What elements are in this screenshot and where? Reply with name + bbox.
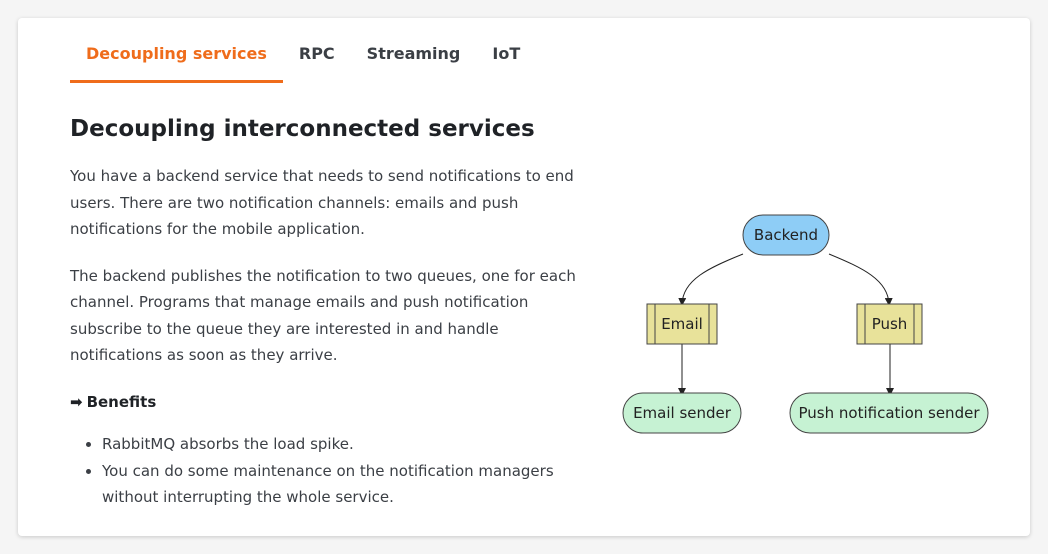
node-push-queue-label: Push [872, 315, 908, 333]
node-push-sender: Push notification sender [789, 392, 989, 434]
architecture-diagram: Backend Email Push Email sender Push not… [622, 214, 989, 434]
edge-backend-to-email [678, 253, 744, 306]
benefits-list: RabbitMQ absorbs the load spike. You can… [70, 431, 590, 511]
node-backend-label: Backend [754, 226, 818, 244]
paragraph-intro: You have a backend service that needs to… [70, 167, 574, 238]
tab-decoupling-services[interactable]: Decoupling services [70, 36, 283, 83]
node-email-queue: Email [646, 303, 718, 345]
benefits-heading: ➡Benefits [70, 389, 590, 416]
paragraph-details: The backend publishes the notification t… [70, 266, 576, 365]
benefits-label: Benefits [86, 392, 157, 411]
right-arrow-icon: ➡ [70, 392, 83, 411]
benefit-item-load-spike: RabbitMQ absorbs the load spike. [102, 431, 590, 458]
node-email-sender: Email sender [622, 392, 742, 434]
edge-backend-to-push [828, 253, 893, 306]
tab-streaming[interactable]: Streaming [366, 44, 461, 63]
node-push-queue: Push [856, 303, 923, 345]
tab-bar: Decoupling services RPC Streaming IoT [70, 36, 536, 86]
tab-iot[interactable]: IoT [492, 44, 521, 63]
section-title: Decoupling interconnected services [70, 116, 535, 142]
tab-rpc[interactable]: RPC [298, 44, 335, 63]
description-column: You have a backend service that needs to… [70, 163, 590, 511]
node-email-queue-label: Email [661, 315, 703, 333]
node-email-sender-label: Email sender [633, 404, 732, 422]
node-push-sender-label: Push notification sender [799, 404, 981, 422]
content-card: Decoupling services RPC Streaming IoT De… [18, 18, 1030, 536]
node-backend: Backend [742, 214, 830, 256]
benefit-item-maintenance: You can do some maintenance on the notif… [102, 458, 590, 511]
